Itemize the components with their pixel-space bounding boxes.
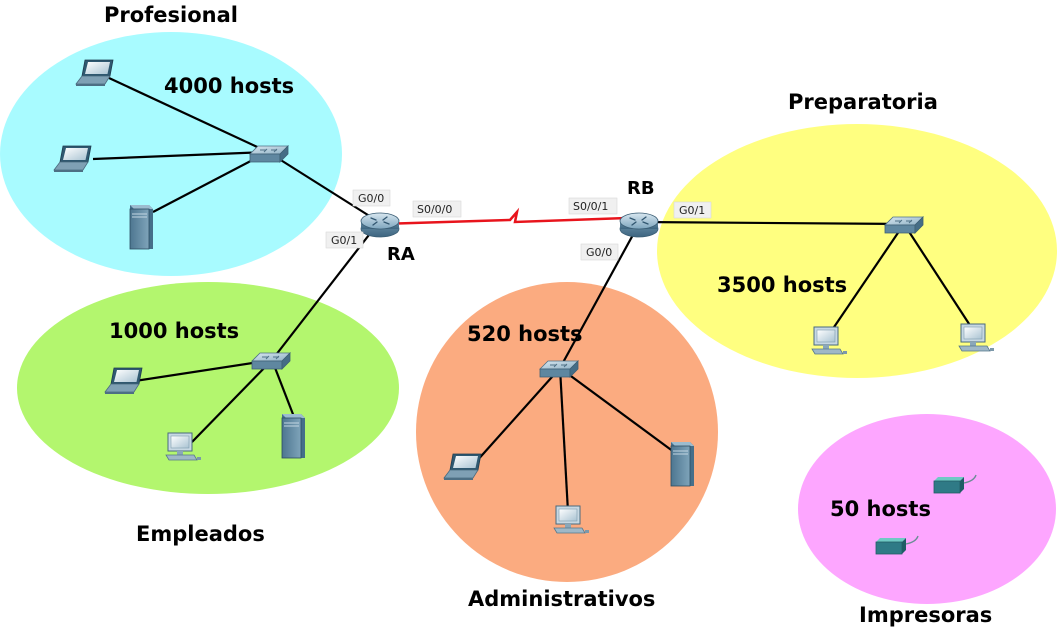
router-rb-label: RB bbox=[627, 178, 655, 199]
profesional-hosts-label: 4000 hosts bbox=[164, 74, 294, 98]
router-rb-icon bbox=[619, 212, 659, 238]
impresoras-network-area bbox=[798, 414, 1056, 604]
switch-icon bbox=[539, 360, 579, 378]
interface-label: G0/0 bbox=[580, 243, 619, 261]
server-icon bbox=[281, 413, 306, 459]
administrativos-network-area bbox=[416, 282, 718, 582]
server-icon bbox=[129, 204, 154, 250]
ethernet-links bbox=[92, 77, 976, 513]
impresoras-title: Impresoras bbox=[859, 603, 992, 627]
impresoras-hosts-label: 50 hosts bbox=[830, 497, 931, 521]
profesional-network-area bbox=[0, 32, 342, 276]
router-ra-icon bbox=[360, 212, 400, 238]
router-ra-label: RA bbox=[387, 244, 415, 265]
profesional-title: Profesional bbox=[104, 3, 238, 27]
server-icon bbox=[670, 441, 695, 487]
switch-icon bbox=[251, 352, 291, 370]
interface-label: S0/0/1 bbox=[568, 197, 618, 215]
svg-text:G0/1: G0/1 bbox=[679, 204, 705, 217]
switch-icon bbox=[884, 216, 924, 234]
empleados-hosts-label: 1000 hosts bbox=[109, 319, 239, 343]
svg-text:G0/1: G0/1 bbox=[331, 234, 357, 247]
serial-link-ra-rb bbox=[379, 207, 628, 226]
svg-text:S0/0/1: S0/0/1 bbox=[573, 200, 608, 213]
interface-label: S0/0/0 bbox=[412, 200, 462, 218]
empleados-title: Empleados bbox=[136, 522, 265, 546]
interface-label: G0/1 bbox=[673, 201, 712, 219]
administrativos-hosts-label: 520 hosts bbox=[467, 322, 583, 346]
preparatoria-network-area bbox=[657, 124, 1057, 378]
empleados-network-area bbox=[17, 282, 399, 494]
interface-label: G0/0 bbox=[352, 189, 391, 207]
preparatoria-title: Preparatoria bbox=[788, 90, 938, 114]
preparatoria-hosts-label: 3500 hosts bbox=[717, 273, 847, 297]
interface-label: G0/1 bbox=[325, 231, 364, 249]
switch-icon bbox=[249, 145, 289, 163]
svg-text:G0/0: G0/0 bbox=[586, 246, 612, 259]
svg-text:G0/0: G0/0 bbox=[358, 192, 384, 205]
svg-text:S0/0/0: S0/0/0 bbox=[417, 203, 452, 216]
administrativos-title: Administrativos bbox=[468, 587, 655, 611]
